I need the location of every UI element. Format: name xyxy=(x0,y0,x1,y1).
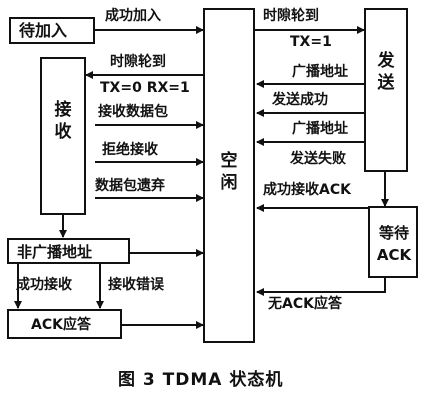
state-idle: 空闲 xyxy=(203,8,255,343)
label-no-ack-reply: 无ACK应答 xyxy=(268,296,342,312)
label-broadcast-1: 广播地址 xyxy=(292,64,348,80)
state-ack-reply-label: ACK应答 xyxy=(31,317,91,333)
label-ack-recv-success: 成功接收ACK xyxy=(263,182,351,198)
state-wait-ack: 等待ACK xyxy=(368,206,418,278)
state-receive-label: 接收 xyxy=(54,100,72,142)
state-ack-reply: ACK应答 xyxy=(7,309,122,339)
arrow-no-ack-to-idle xyxy=(256,278,386,296)
state-send-label: 发送 xyxy=(377,51,395,93)
label-reject-recv: 拒绝接收 xyxy=(102,142,158,158)
label-slot-recv-1: 时隙轮到 xyxy=(110,54,166,70)
state-send: 发送 xyxy=(364,8,408,172)
state-non-broadcast-label: 非广播地址 xyxy=(17,243,93,261)
label-broadcast-2: 广播地址 xyxy=(292,121,348,137)
label-slot-send-2: TX=1 xyxy=(290,34,332,50)
label-slot-recv-2: TX=0 RX=1 xyxy=(100,80,190,96)
label-send-success: 发送成功 xyxy=(272,92,328,108)
label-send-fail: 发送失败 xyxy=(290,151,346,167)
label-packet-drop: 数据包遗弃 xyxy=(95,178,165,194)
state-non-broadcast: 非广播地址 xyxy=(7,238,130,264)
label-join-success: 成功加入 xyxy=(105,8,161,24)
state-receive: 接收 xyxy=(40,57,86,215)
state-wait-join: 待加入 xyxy=(9,17,95,44)
label-recv-packet: 接收数据包 xyxy=(98,104,168,120)
state-wait-ack-label: 等待ACK xyxy=(376,224,412,264)
label-recv-success: 成功接收 xyxy=(16,277,72,293)
state-wait-join-label: 待加入 xyxy=(19,21,68,40)
label-recv-error: 接收错误 xyxy=(108,277,164,293)
figure-caption: 图 3 TDMA 状态机 xyxy=(118,370,284,390)
state-idle-label: 空闲 xyxy=(220,151,238,193)
label-slot-send-1: 时隙轮到 xyxy=(263,8,319,24)
